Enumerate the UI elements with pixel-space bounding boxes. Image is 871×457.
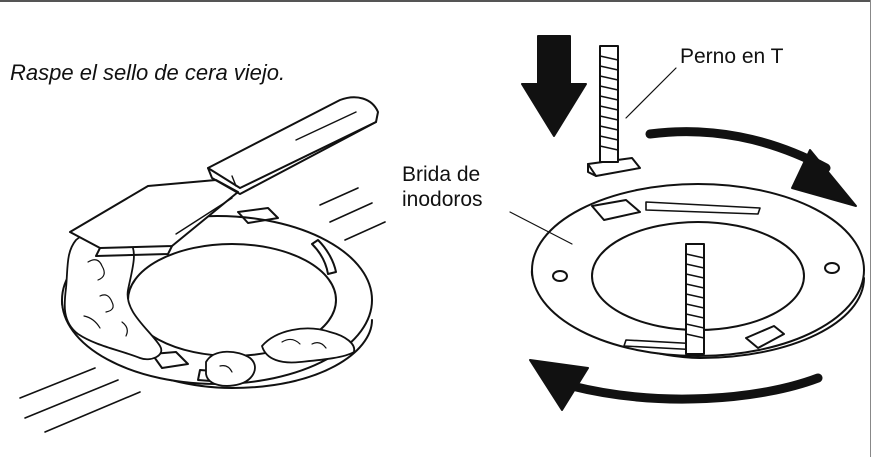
toilet-flange-label: Brida de inodoros xyxy=(402,162,483,212)
putty-knife xyxy=(69,96,379,257)
toilet-flange-label-line2: inodoros xyxy=(402,188,483,211)
t-bolt-label: Perno en T xyxy=(680,45,784,68)
toilet-flange-label-line1: Brida de xyxy=(402,163,481,186)
wax-deposits xyxy=(63,229,356,387)
down-arrow xyxy=(521,35,587,137)
top-border xyxy=(0,0,871,2)
leader-lines xyxy=(509,67,677,245)
rotation-arrow-bottom xyxy=(529,359,823,411)
t-bolt-loose xyxy=(587,45,641,177)
scrape-instruction-caption: Raspe el sello de cera viejo. xyxy=(10,60,286,85)
rotation-arrow-top xyxy=(645,127,857,207)
t-bolt-installed xyxy=(685,243,705,355)
floor-lines xyxy=(19,187,386,433)
